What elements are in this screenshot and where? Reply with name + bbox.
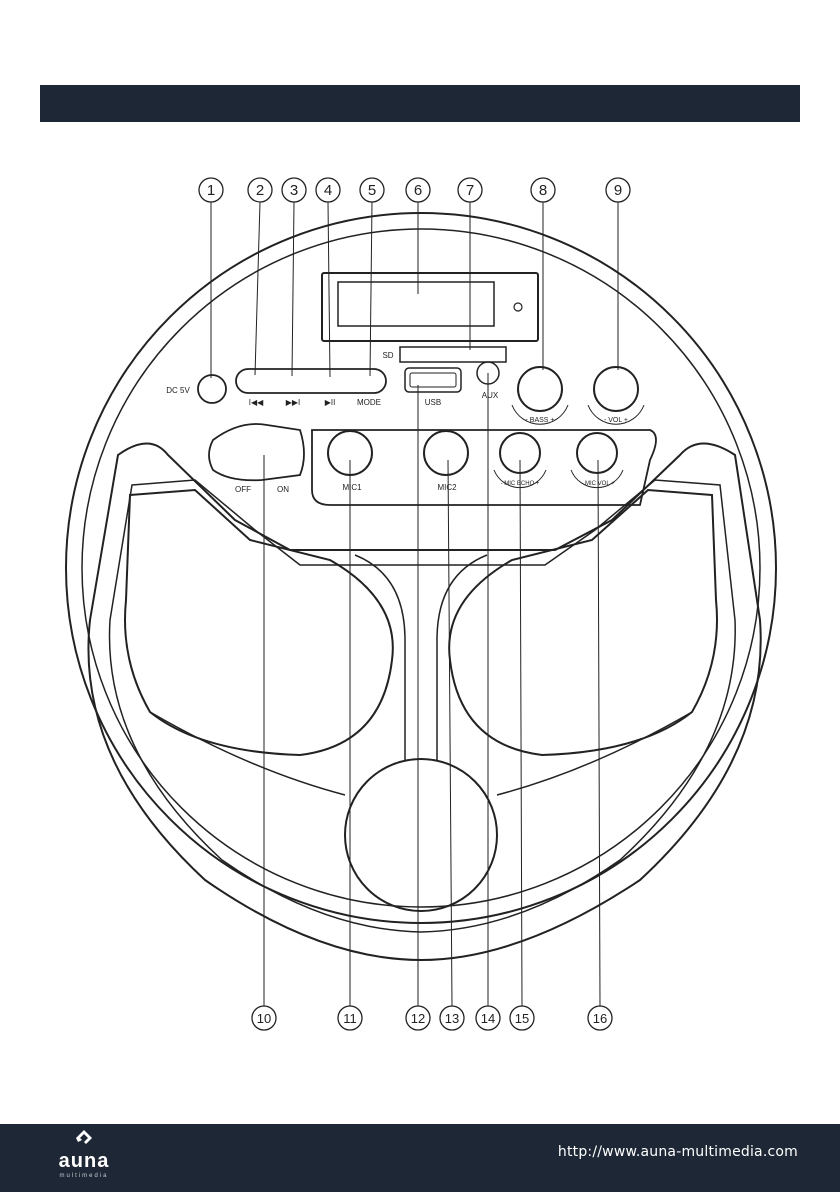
label-mic-echo: - MIC ECHO + xyxy=(501,481,540,487)
brand-logo-mark-icon xyxy=(72,1128,96,1152)
vol-knob xyxy=(594,367,638,411)
brand-subtitle: multimedia xyxy=(44,1173,124,1179)
transport-button-strip xyxy=(236,369,386,393)
right-drum-pad xyxy=(449,490,717,755)
callout-3: 3 xyxy=(290,182,298,199)
label-mic2: MIC2 xyxy=(437,483,457,492)
speaker-inner-rim xyxy=(82,229,760,907)
brand-logo: auna multimedia xyxy=(44,1124,134,1192)
mic-panel xyxy=(312,430,656,505)
left-drum-pad xyxy=(125,490,393,755)
mic-vol-knob xyxy=(577,433,617,473)
callout-16: 16 xyxy=(593,1011,607,1026)
callout-13: 13 xyxy=(445,1011,459,1026)
speaker-outer-rim xyxy=(66,213,776,923)
callout-8: 8 xyxy=(539,182,547,199)
power-switch xyxy=(209,424,304,480)
label-off: OFF xyxy=(235,485,251,494)
mic2-jack xyxy=(424,431,468,475)
label-dc: DC 5V xyxy=(166,386,190,395)
label-bass: - BASS + xyxy=(526,417,555,424)
label-mic1: MIC1 xyxy=(342,483,362,492)
display-screen xyxy=(338,282,494,326)
label-mic-vol: - MIC VOL + xyxy=(581,481,615,487)
center-column xyxy=(355,555,487,760)
center-drum-pad xyxy=(345,759,497,911)
callout-2: 2 xyxy=(256,182,264,199)
sd-slot xyxy=(400,347,506,362)
callout-10: 10 xyxy=(257,1011,271,1026)
usb-port xyxy=(405,368,461,392)
label-on: ON xyxy=(277,485,289,494)
callout-7: 7 xyxy=(466,182,474,199)
brand-name: auna xyxy=(44,1150,124,1173)
website-url[interactable]: http://www.auna-multimedia.com xyxy=(558,1144,798,1160)
symbol-prev: I◀◀ xyxy=(249,398,264,407)
callout-14: 14 xyxy=(481,1011,495,1026)
callout-15: 15 xyxy=(515,1011,529,1026)
label-aux: AUX xyxy=(482,391,499,400)
callout-11: 11 xyxy=(343,1011,357,1026)
bass-knob xyxy=(518,367,562,411)
display-window xyxy=(322,273,538,341)
callout-12: 12 xyxy=(411,1011,425,1026)
pad-frame-inner xyxy=(110,480,736,932)
symbol-play-pause: ▶II xyxy=(325,398,336,407)
footer-bar: auna multimedia http://www.auna-multimed… xyxy=(0,1124,840,1192)
bottom-drum-pad xyxy=(150,712,692,795)
callout-4: 4 xyxy=(324,182,332,199)
label-vol: - VOL + xyxy=(604,417,628,424)
label-mode: MODE xyxy=(357,398,381,407)
label-usb: USB xyxy=(425,398,441,407)
callout-6: 6 xyxy=(414,182,422,199)
callout-9: 9 xyxy=(614,182,622,199)
callout-5: 5 xyxy=(368,182,376,199)
label-sd: SD xyxy=(382,351,393,360)
pad-frame-outer xyxy=(88,444,760,961)
symbol-next: ▶▶I xyxy=(286,398,301,407)
display-led xyxy=(514,303,522,311)
dc-jack xyxy=(198,375,226,403)
callout-1: 1 xyxy=(207,182,215,199)
